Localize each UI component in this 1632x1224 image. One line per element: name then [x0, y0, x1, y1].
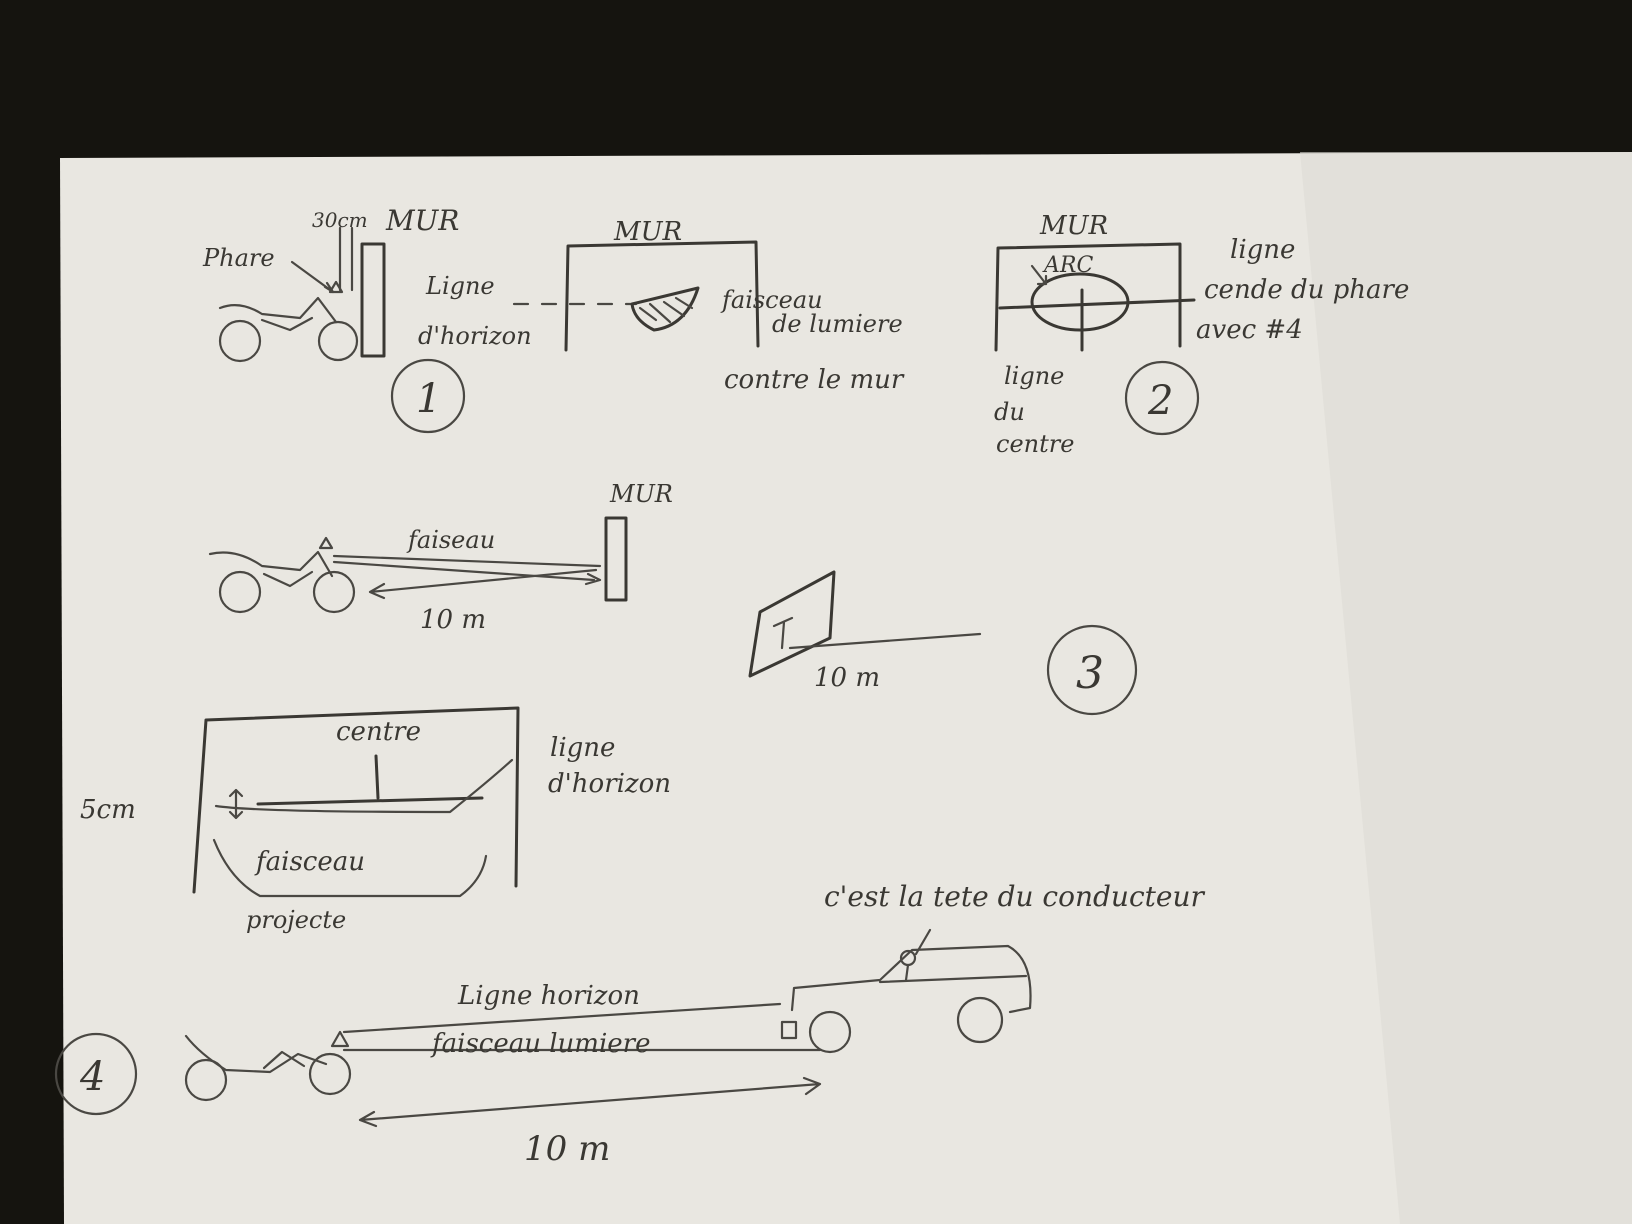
step-number-circle: [54, 1032, 138, 1116]
step-number-circle: [1046, 624, 1138, 716]
label-centre: centre: [996, 430, 1074, 458]
distance-mark-30cm: [338, 226, 354, 292]
label-phare: Phare: [202, 244, 275, 272]
label-centre: centre: [336, 717, 421, 747]
step-number-circle: [1124, 360, 1200, 436]
motorcycle-icon: [208, 536, 356, 614]
label-ligne-horizon: Ligne horizon: [457, 981, 640, 1011]
beam-outline: [212, 758, 514, 898]
light-beam-spot: [630, 286, 700, 332]
step-number: 2: [1147, 378, 1173, 424]
wall-side-view: [604, 516, 628, 602]
paper-shadow: [1300, 152, 1632, 1224]
arrow-phare-to-wall: [290, 260, 335, 294]
label-projecte: projecte: [246, 906, 346, 934]
label-10m-a: 10 m: [420, 605, 486, 635]
label-ligne: ligne: [1004, 362, 1064, 390]
beam-hatching: [638, 296, 694, 324]
step3-group: MUR faiseau 10 m 10 m 3 centre ligne d'h…: [80, 480, 1138, 934]
step4-group: c'est la tete du conducteur Ligne horizo…: [54, 880, 1205, 1169]
centre-line-horizontal: [998, 298, 1196, 310]
beam-line: [332, 554, 602, 586]
label-arc: ARC: [1042, 253, 1093, 278]
step-number: 1: [416, 376, 441, 422]
label-ligne: Ligne: [425, 272, 495, 300]
note-line1: ligne: [1230, 235, 1295, 265]
projection-frame: [192, 706, 520, 894]
label-ligne: ligne: [550, 733, 615, 763]
wall-frame: [994, 242, 1182, 352]
note-line2: cende du phare: [1204, 275, 1409, 305]
car-icon: [780, 944, 1032, 1054]
centre-vertical-tick: [374, 754, 380, 800]
centre-mark: [772, 616, 794, 650]
step-number: 3: [1076, 648, 1104, 699]
5cm-arrow: [228, 788, 244, 820]
note-line3: avec #4: [1196, 315, 1303, 345]
label-mur: MUR: [1039, 211, 1108, 241]
label-de-lumiere: de lumiere: [772, 310, 903, 338]
paper-sheet: [60, 152, 1632, 1224]
label-faisceau-lumiere: faisceau lumiere: [430, 1029, 650, 1059]
label-5cm: 5cm: [80, 795, 136, 825]
label-30cm: 30cm: [312, 208, 368, 232]
label-10m: 10 m: [524, 1129, 610, 1169]
label-horizon: d'horizon: [548, 769, 671, 799]
label-faisceau: faisceau: [254, 847, 365, 877]
step-number: 4: [79, 1054, 105, 1100]
wall-front-view: [564, 240, 760, 352]
horizon-line-4: [342, 1002, 782, 1034]
label-faiseau: faiseau: [406, 526, 495, 554]
label-faisceau: faisceau: [720, 286, 823, 314]
label-mur-side: MUR: [385, 204, 459, 237]
label-du: du: [994, 398, 1025, 426]
distance-arrow: [368, 568, 598, 600]
step-number-circle: [390, 358, 466, 434]
distance-arrow-4: [358, 1076, 822, 1128]
arrow-arc: [1030, 264, 1048, 286]
label-mur: MUR: [609, 480, 673, 508]
step2-group: MUR ARC ligne cende du phare avec #4 lig…: [994, 211, 1409, 458]
horizon-line: [256, 796, 484, 806]
motorcycle-icon: [184, 1030, 352, 1102]
label-contre-le-mur: contre le mur: [724, 365, 905, 395]
step1-group: Phare 30cm MUR MUR Ligne d'horizon faisc…: [202, 204, 905, 434]
label-tete-conducteur: c'est la tete du conducteur: [824, 880, 1205, 913]
ground-line: [788, 632, 982, 650]
wall-perspective: [748, 570, 836, 678]
wall-side-view: [360, 242, 386, 358]
label-10m-b: 10 m: [814, 663, 880, 693]
label-mur-front: MUR: [613, 217, 682, 247]
label-horizon: d'horizon: [418, 322, 532, 350]
